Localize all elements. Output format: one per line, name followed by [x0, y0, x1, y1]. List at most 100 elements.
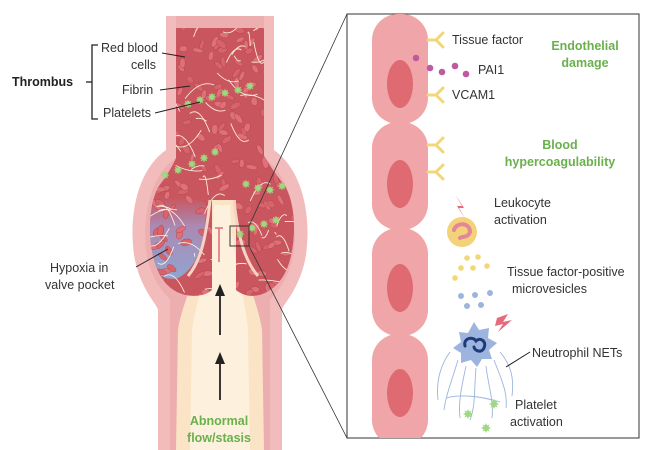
- red-blood-cell: [157, 224, 164, 237]
- fibrin-strand: [298, 25, 305, 34]
- red-blood-cell: [301, 67, 310, 75]
- red-blood-cell: [250, 96, 258, 106]
- platelet: [253, 183, 263, 193]
- red-blood-cell: [182, 119, 192, 125]
- valve-marker: [215, 227, 223, 262]
- fibrin-strand: [150, 208, 177, 219]
- fibrin-strand: [184, 83, 215, 99]
- fibrin-strand: [198, 174, 222, 180]
- fibrin-strand: [177, 242, 205, 256]
- fibrin-strand: [158, 208, 186, 227]
- neutrophil: [453, 322, 497, 367]
- fibrin-strand: [231, 45, 246, 55]
- fibrin-strand: [150, 228, 170, 247]
- fibrin-strand: [205, 102, 226, 112]
- red-blood-cell: [136, 120, 147, 128]
- leukocyte-label-line2: activation: [494, 213, 547, 227]
- fibrin-strand: [258, 279, 280, 283]
- fibrin-strand: [233, 55, 241, 62]
- flow-label-line1: Abnormal: [190, 414, 248, 428]
- fibrin-strand: [276, 214, 288, 226]
- nucleus: [387, 160, 413, 208]
- red-blood-cell: [286, 117, 294, 123]
- fibrin-strand: [293, 28, 294, 33]
- red-blood-cell: [189, 152, 196, 162]
- platelet: [489, 399, 499, 409]
- flow-arrow-lower: [215, 352, 225, 400]
- red-blood-cell: [199, 164, 208, 173]
- platelet: [481, 423, 491, 433]
- fibrin-strand: [247, 31, 251, 47]
- fibrin-strand: [261, 229, 270, 239]
- red-blood-cell: [303, 24, 315, 34]
- red-blood-cell: [164, 191, 171, 200]
- fibrin-strand: [193, 28, 206, 38]
- red-blood-cell: [290, 71, 294, 84]
- fibrin-strand: [274, 232, 277, 235]
- fibrin-strand: [190, 165, 205, 170]
- red-blood-cell: [150, 28, 159, 30]
- fibrin-strand: [141, 145, 144, 147]
- hypoxia-label-line1: Hypoxia in: [50, 261, 108, 275]
- red-blood-cell: [296, 16, 306, 25]
- hypoxia-region: [150, 197, 206, 279]
- platelet: [183, 99, 193, 109]
- red-blood-cell: [302, 150, 311, 158]
- platelet: [259, 219, 269, 229]
- red-blood-cell: [215, 170, 225, 180]
- red-blood-cell: [218, 129, 229, 136]
- red-blood-cell: [136, 156, 143, 167]
- platelet: [241, 179, 251, 189]
- fibrin-strand: [230, 123, 250, 142]
- red-blood-cell: [234, 113, 243, 124]
- pai1-molecules: [412, 54, 470, 78]
- platelet-activation-line1: Platelet: [515, 398, 557, 412]
- platelet: [207, 92, 217, 102]
- red-blood-cell: [185, 195, 194, 205]
- fibrin-strand: [225, 48, 242, 63]
- platelet: [265, 185, 275, 195]
- red-blood-cell: [302, 38, 309, 50]
- red-blood-cell: [150, 122, 153, 132]
- neutrophil-nets-label: Neutrophil NETs: [532, 346, 622, 360]
- red-blood-cell: [244, 205, 253, 214]
- fibrin-strand: [129, 156, 141, 166]
- red-blood-cell: [217, 122, 226, 132]
- platelet: [220, 88, 230, 98]
- flow-arrow-upper: [215, 284, 225, 335]
- red-blood-cell: [199, 39, 205, 50]
- microvesicles-yellow: [452, 254, 490, 281]
- platelet: [199, 153, 209, 163]
- blood-hypercoag-line2: hypercoagulability: [505, 155, 615, 169]
- red-blood-cell: [153, 118, 165, 124]
- red-blood-cell: [193, 28, 200, 33]
- red-blood-cell: [216, 143, 223, 153]
- red-blood-cell: [255, 241, 262, 253]
- red-blood-cell: [179, 182, 189, 191]
- red-blood-cell: [194, 271, 205, 280]
- red-blood-cell: [220, 56, 226, 68]
- fibrin-strand: [163, 28, 167, 30]
- endothelial-cell: [372, 228, 428, 336]
- red-blood-cell: [150, 28, 151, 37]
- fibrin-strand: [278, 135, 285, 148]
- tissue-factor-label: Tissue factor: [452, 33, 523, 47]
- red-blood-cell: [153, 144, 158, 155]
- platelet: [277, 181, 287, 191]
- red-blood-cell: [244, 47, 254, 55]
- platelet: [245, 81, 255, 91]
- fibrin-strand: [157, 204, 176, 226]
- red-blood-cell: [245, 164, 258, 171]
- platelet-activation-line2: activation: [510, 415, 563, 429]
- microvesicles-label-line2: microvesicles: [512, 282, 587, 296]
- fibrin-strand: [276, 235, 290, 252]
- red-blood-cell: [300, 274, 308, 284]
- red-blood-cell: [235, 36, 245, 43]
- red-blood-cell: [296, 296, 303, 306]
- red-blood-cell: [180, 28, 189, 32]
- red-blood-cell: [150, 105, 161, 112]
- fibrin-strand: [253, 42, 265, 64]
- endothelial-cell: [372, 122, 428, 230]
- red-blood-cell: [276, 68, 286, 75]
